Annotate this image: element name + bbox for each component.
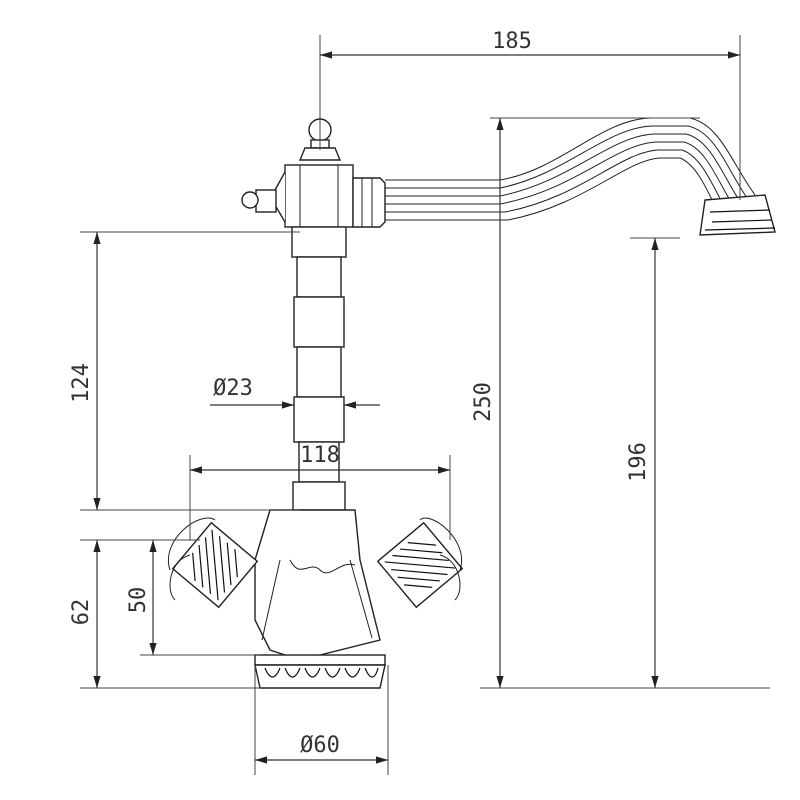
- dim-d60-label: Ø60: [300, 733, 340, 758]
- dim-d23-label: Ø23: [213, 376, 253, 401]
- dim-124-label: 124: [69, 363, 94, 403]
- dim-185-label: 185: [492, 29, 532, 54]
- dim-62-label: 62: [69, 599, 94, 626]
- dim-196-label: 196: [626, 442, 651, 482]
- dimension-lines: [80, 35, 770, 775]
- dim-250-label: 250: [471, 382, 496, 422]
- dimension-labels: 185 250 196 124 62 50 Ø23 118 Ø60: [69, 29, 651, 758]
- dim-118-label: 118: [300, 443, 340, 468]
- faucet-outline: [167, 117, 776, 689]
- dim-50-label: 50: [126, 587, 151, 614]
